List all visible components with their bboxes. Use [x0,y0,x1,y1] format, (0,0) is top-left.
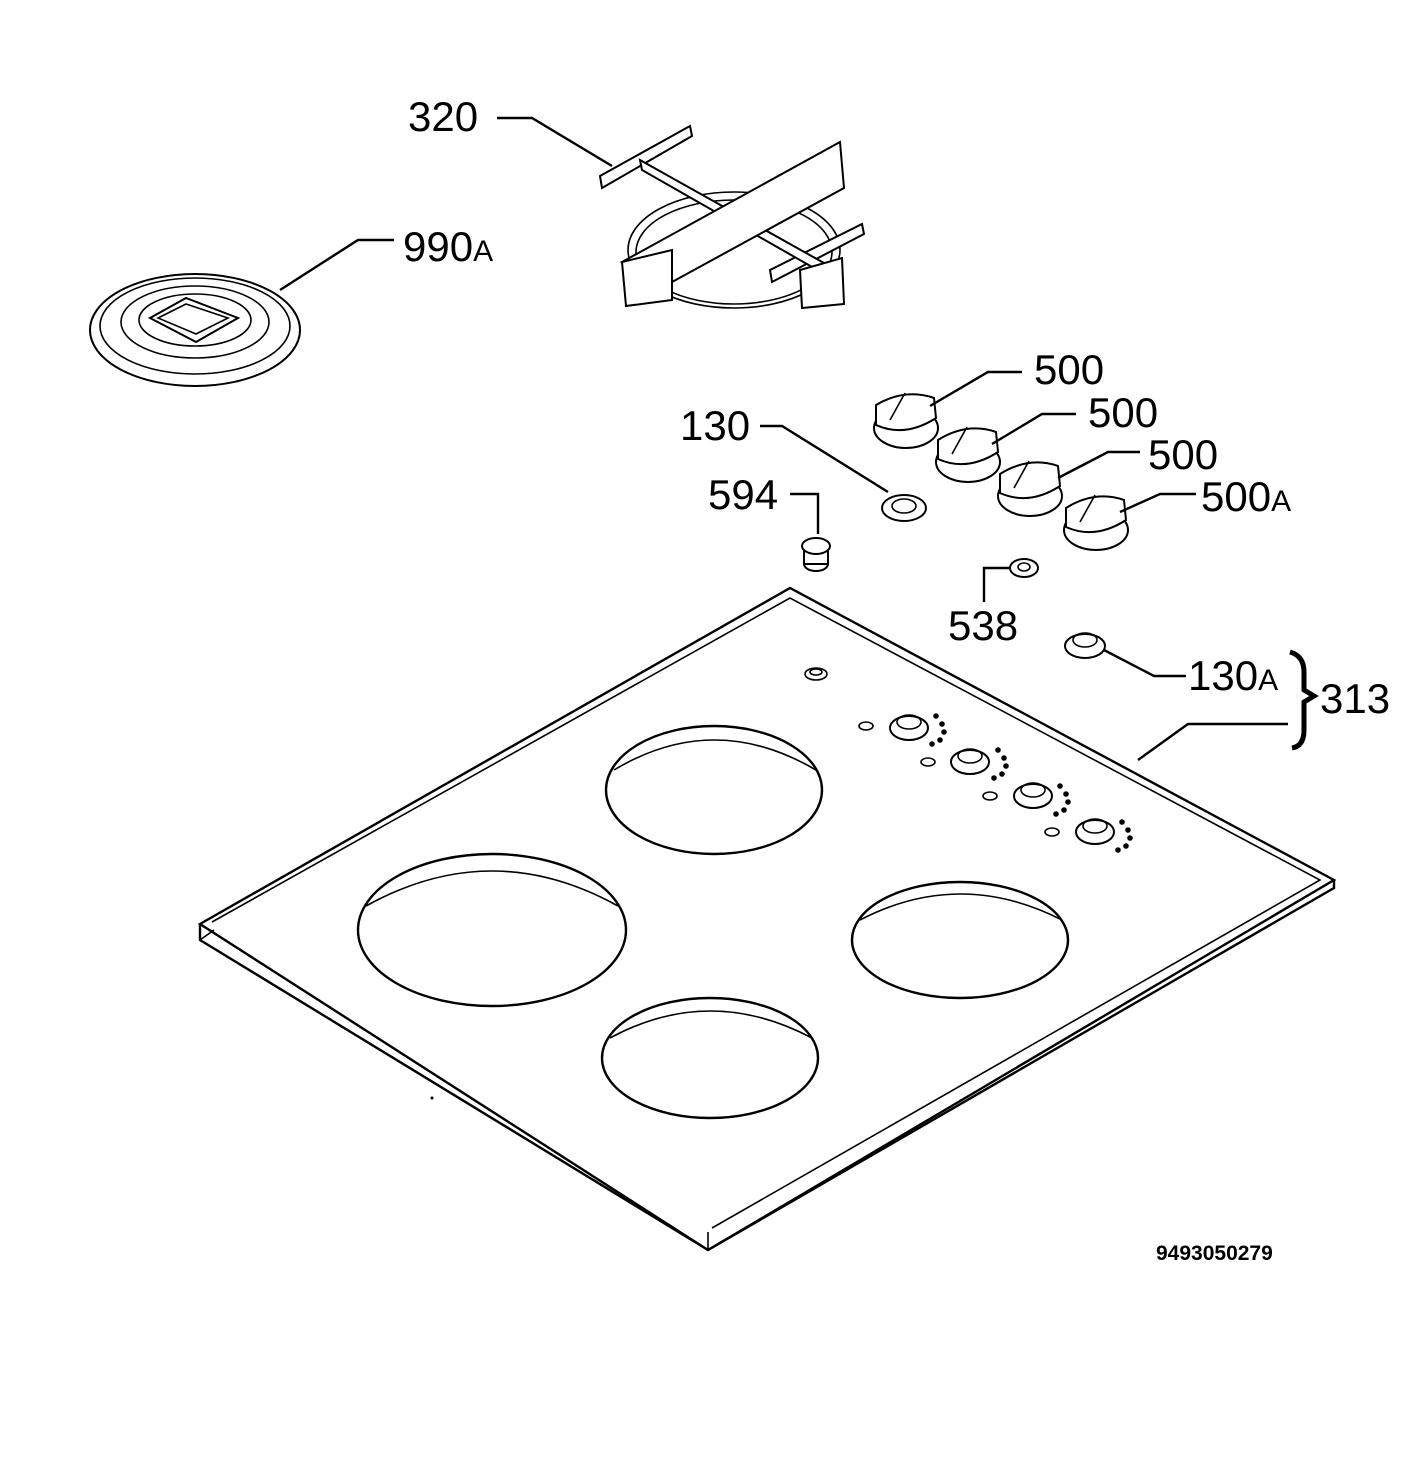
cooking-zone-front [600,996,820,1120]
callout-130a: 130A [1188,652,1278,699]
callout-130: 130 [680,402,750,449]
knob-bezel-part [881,494,927,522]
cooking-zone-right [850,880,1070,1000]
callout-320: 320 [408,93,478,140]
knob-bezel-a-part [1064,632,1106,659]
callout-500-3: 500 [1148,431,1218,478]
control-knob-1 [873,392,939,449]
control-knob-3 [997,460,1063,517]
callout-594: 594 [708,471,778,518]
cooking-zone-left [356,852,628,1008]
callout-500-2: 500 [1088,389,1158,436]
callout-990a: 990A [403,223,493,270]
document-code: 9493050279 [1156,1242,1273,1265]
control-hole-4 [1044,818,1115,845]
callout-500-1: 500 [1034,346,1104,393]
cooking-zone-rear [604,724,824,856]
pan-support-part [598,124,866,310]
control-knob-2 [935,426,1001,483]
plug-part [801,537,831,572]
burner-cap-disc-part [89,273,301,387]
control-hole-1 [858,714,929,741]
clip-part [1009,558,1039,578]
callout-538: 538 [948,602,1018,649]
control-hole-3 [982,782,1053,809]
hob-top-plate [197,586,1337,1252]
control-hole-2 [920,748,990,775]
callout-labels: 320 990A 500 500 500 500A 130 594 538 13… [403,93,1390,1265]
callout-313: 313 [1320,675,1390,722]
control-knob-4 [1063,494,1129,551]
knob-indicator-dots [929,713,1133,853]
leader-lines [279,116,1319,761]
plate-plug-hole [804,667,828,681]
control-holes [858,714,1115,845]
callout-500a: 500A [1201,473,1291,520]
